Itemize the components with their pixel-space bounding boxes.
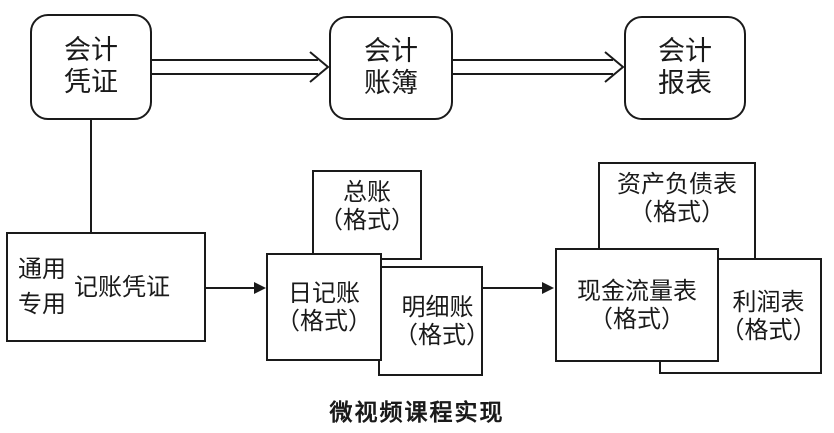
node-cash-flow-statement: 现金流量表 （格式） bbox=[555, 248, 719, 362]
diagram-caption: 微视频课程实现 bbox=[329, 400, 505, 426]
ledger-label: 明细账 bbox=[401, 292, 474, 321]
node-label-line1: 会计 bbox=[658, 36, 712, 68]
statement-format: （格式） bbox=[589, 305, 685, 333]
ledger-format: （格式） bbox=[394, 321, 490, 349]
double-arrow-2 bbox=[453, 51, 625, 83]
node-detail-ledger: 明细账 （格式） bbox=[378, 266, 490, 376]
node-journal: 日记账 （格式） bbox=[266, 253, 382, 361]
node-accounting-voucher: 会计 凭证 bbox=[30, 14, 152, 120]
node-bookkeeping-voucher: 通用 专用 记账凭证 bbox=[6, 232, 206, 342]
voucher-type-general: 通用 bbox=[18, 255, 66, 284]
node-label-line2: 账簿 bbox=[364, 68, 418, 99]
node-label-line1: 会计 bbox=[364, 36, 418, 68]
ledger-format: （格式） bbox=[319, 206, 415, 235]
voucher-title: 记账凭证 bbox=[74, 272, 170, 301]
statement-format: （格式） bbox=[720, 316, 817, 344]
node-label-line2: 凭证 bbox=[64, 67, 118, 98]
double-arrow-1 bbox=[152, 51, 330, 83]
statement-format: （格式） bbox=[629, 198, 725, 227]
arrow-voucher-to-ledgers bbox=[206, 282, 266, 294]
ledger-label: 日记账 bbox=[288, 278, 360, 307]
node-label-line1: 会计 bbox=[64, 35, 118, 67]
statement-label: 资产负债表 bbox=[617, 170, 737, 198]
ledger-label: 总账 bbox=[343, 178, 391, 206]
statement-label: 利润表 bbox=[732, 287, 805, 316]
arrow-ledgers-to-statements bbox=[483, 282, 554, 294]
voucher-type-special: 专用 bbox=[18, 290, 66, 318]
node-balance-sheet: 资产负债表 （格式） bbox=[598, 162, 756, 262]
voucher-type-group: 通用 专用 bbox=[18, 252, 66, 322]
statement-label: 现金流量表 bbox=[577, 276, 697, 305]
node-accounting-statements: 会计 报表 bbox=[624, 16, 746, 120]
node-general-ledger: 总账 （格式） bbox=[312, 170, 422, 260]
node-accounting-books: 会计 账簿 bbox=[329, 16, 453, 120]
ledger-format: （格式） bbox=[276, 307, 372, 335]
node-label-line2: 报表 bbox=[658, 68, 712, 99]
